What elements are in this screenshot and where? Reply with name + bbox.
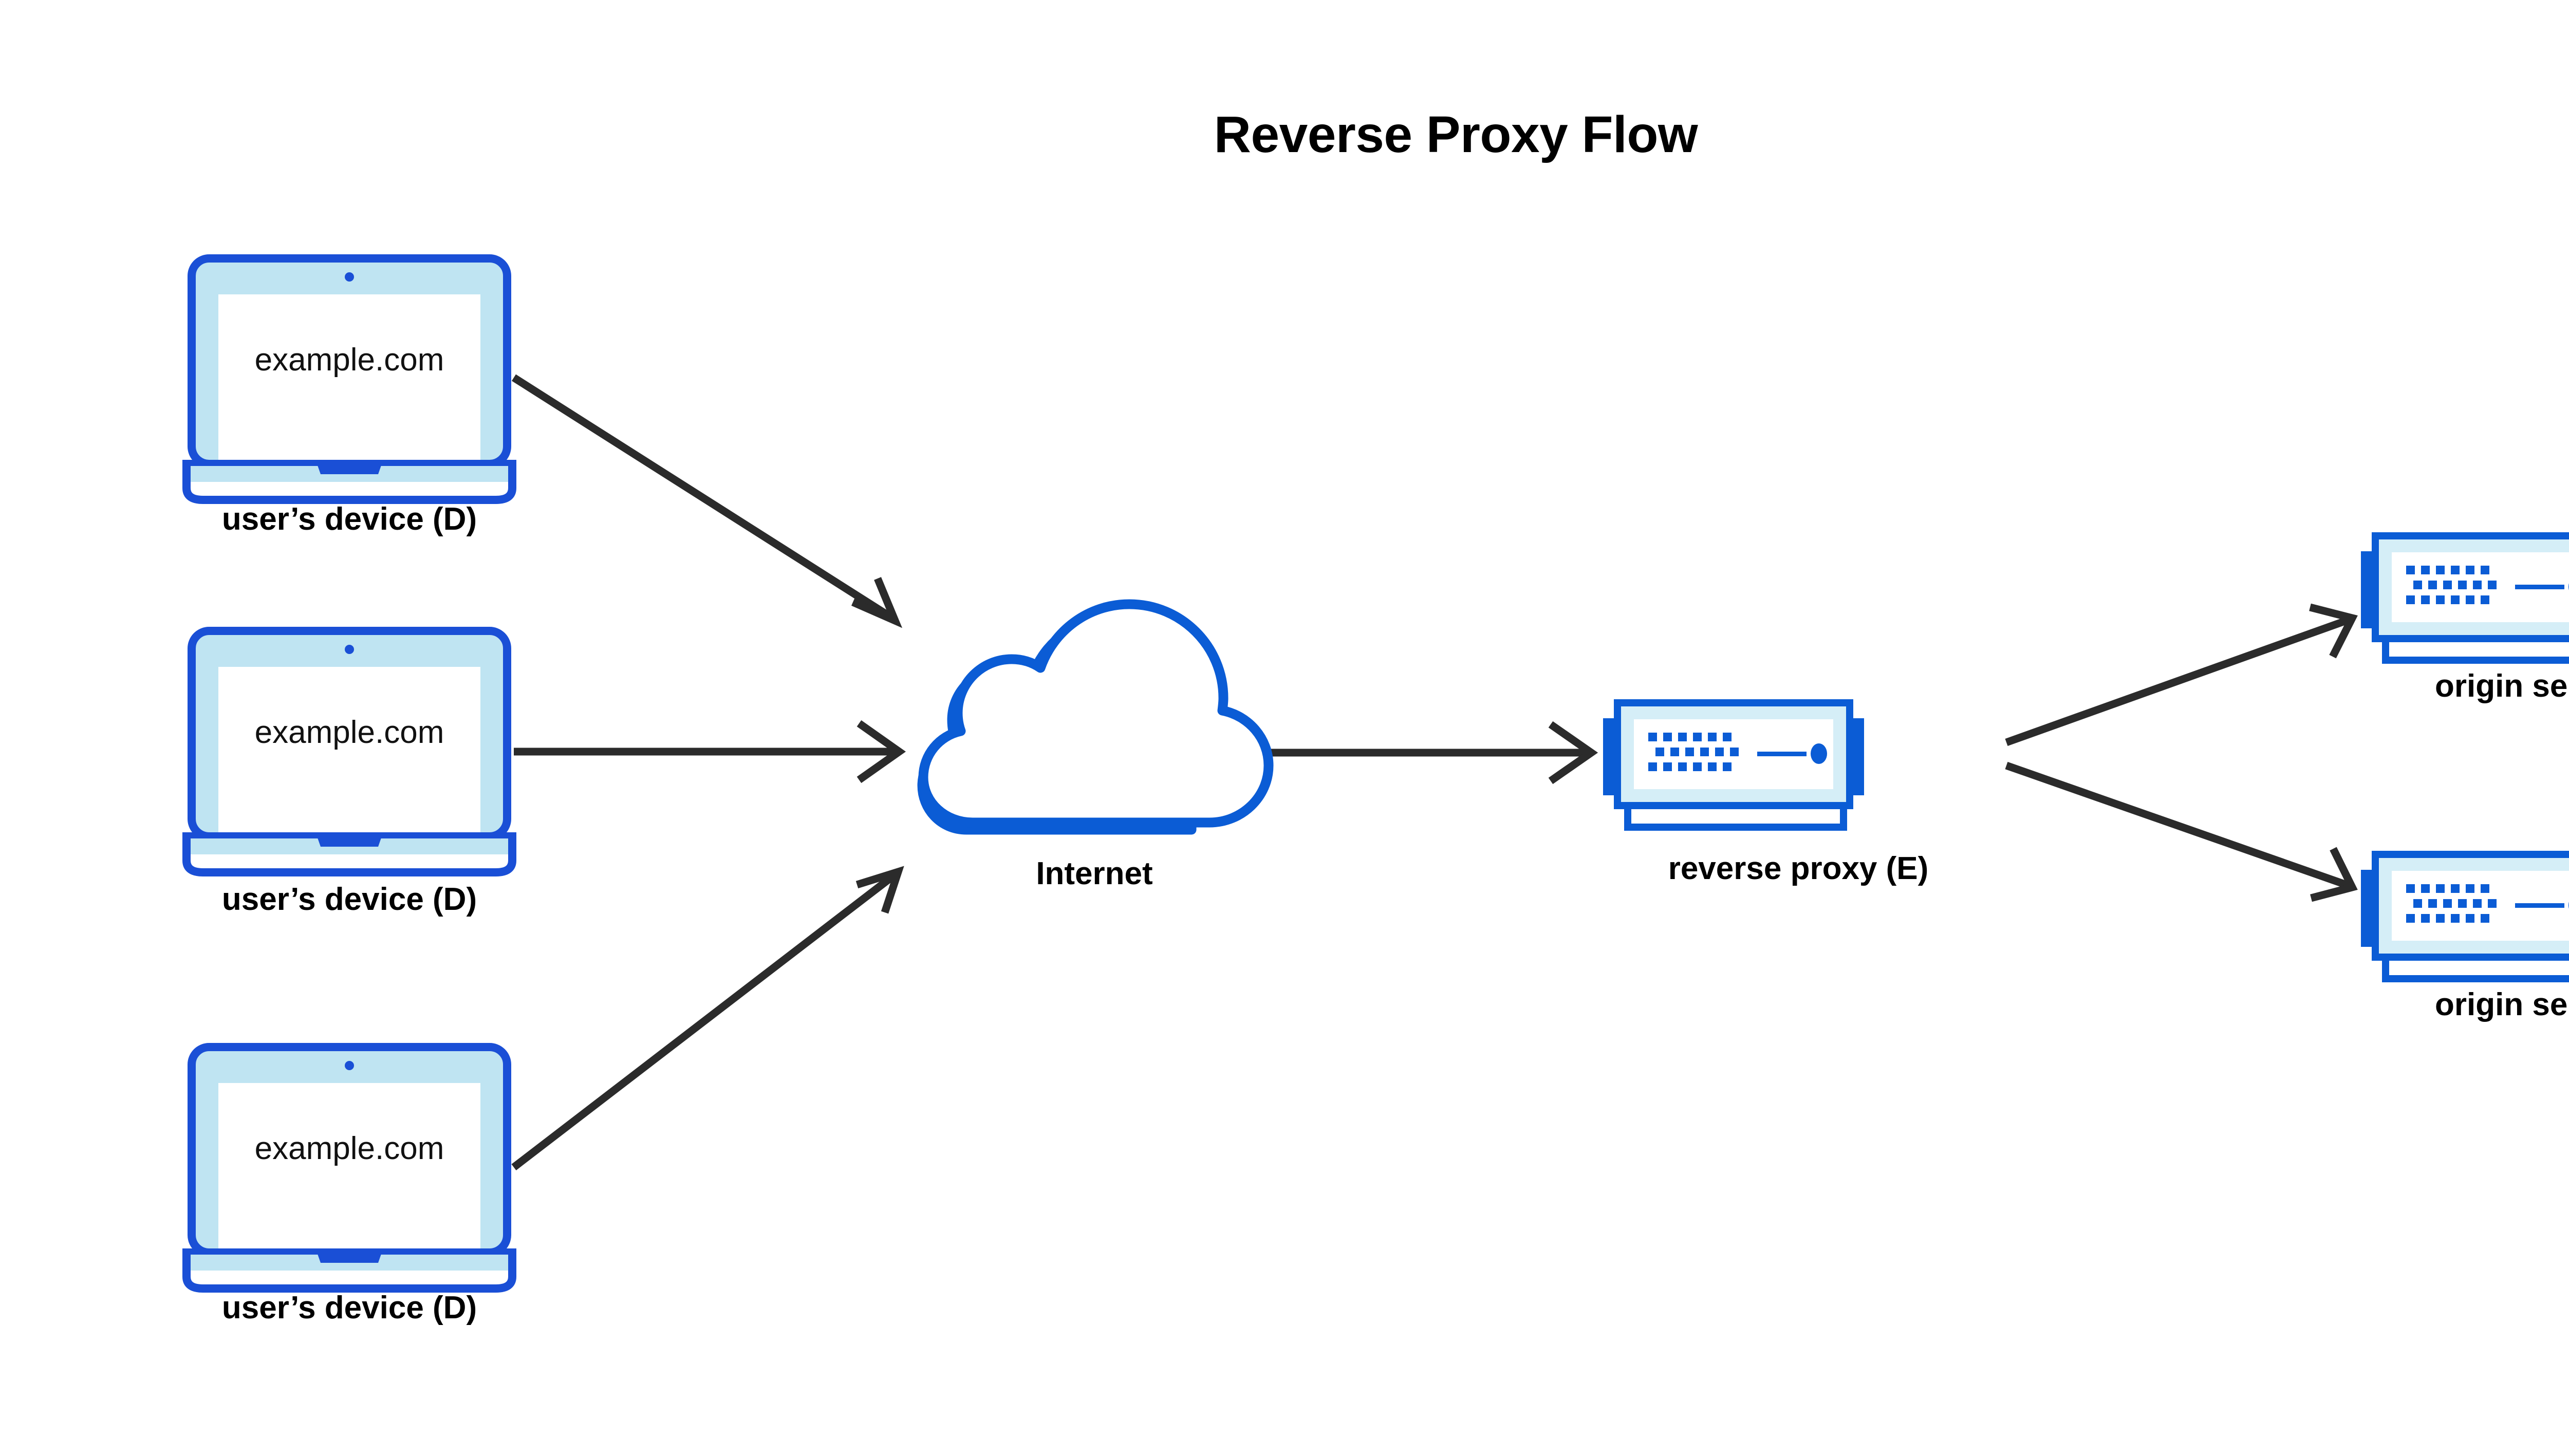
label-device-middle: user’s device (D)	[221, 882, 477, 917]
laptop-screen-text: example.com	[254, 342, 444, 378]
label-reverse-proxy: reverse proxy (E)	[1668, 851, 1929, 886]
arrow-reverse-proxy-to-origin-bottom	[2005, 761, 2358, 902]
arrow-internet-to-reverse-proxy	[1233, 721, 1598, 785]
node-device-top[interactable]	[187, 258, 512, 500]
arrow-device-middle-to-internet	[514, 720, 906, 783]
node-device-middle[interactable]	[187, 631, 512, 872]
arrow-device-top-to-internet	[511, 374, 903, 628]
label-origin-top: origin server (F)	[2435, 668, 2569, 704]
label-device-top: user’s device (D)	[221, 501, 477, 537]
label-origin-bottom: origin server (F)	[2435, 987, 2569, 1022]
node-origin-top[interactable]	[2361, 536, 2569, 660]
label-internet: Internet	[1036, 856, 1153, 891]
laptop-screen-text: example.com	[254, 715, 444, 750]
node-device-bottom[interactable]	[187, 1047, 512, 1289]
arrow-device-bottom-to-internet	[511, 866, 904, 1170]
node-reverse-proxy[interactable]	[1603, 703, 1864, 827]
label-device-bottom: user’s device (D)	[221, 1290, 477, 1326]
arrow-reverse-proxy-to-origin-top	[2005, 603, 2358, 746]
node-origin-bottom[interactable]	[2361, 854, 2569, 979]
laptop-screen-text: example.com	[254, 1131, 444, 1166]
node-internet[interactable]	[917, 599, 1274, 835]
page-title: Reverse Proxy Flow	[1214, 106, 1698, 163]
